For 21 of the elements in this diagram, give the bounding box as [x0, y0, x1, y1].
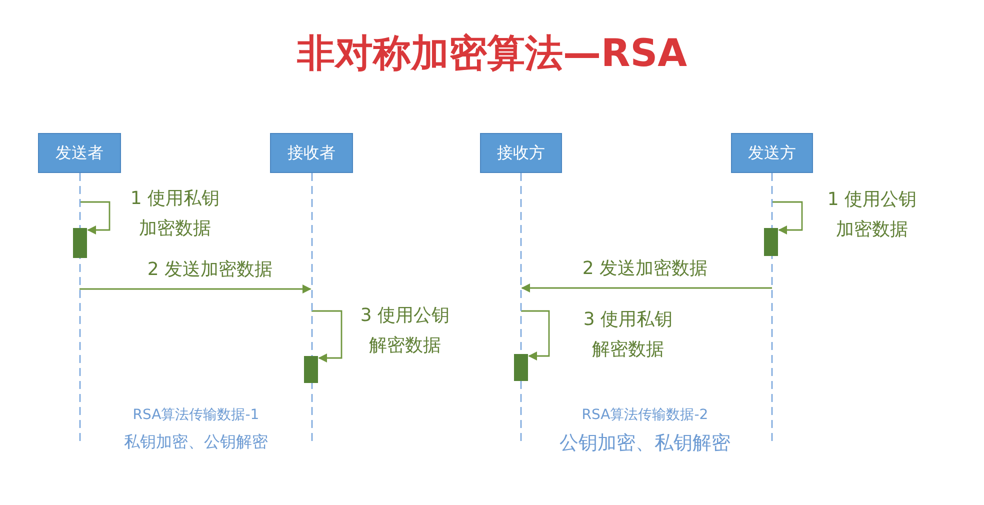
message-arrow: [80, 201, 110, 234]
participant-box: 接收者: [270, 133, 353, 173]
edge-label: 2 发送加密数据: [581, 257, 709, 281]
edge-label: 3 使用私钥解密数据: [582, 308, 674, 362]
participant-box: 发送方: [731, 133, 813, 173]
participant-box: 发送者: [38, 133, 121, 173]
edge-label: 1 使用公钥加密数据: [826, 188, 918, 242]
caption-note: 私钥加密、公钥解密: [124, 432, 268, 453]
edge-label: 2 发送加密数据: [146, 258, 274, 282]
caption-note: 公钥加密、私钥解密: [560, 431, 730, 456]
message-arrow: [80, 284, 312, 294]
message-arrow: [521, 310, 550, 360]
participant-box: 接收方: [480, 133, 562, 173]
message-arrow: [772, 201, 803, 234]
title: 非对称加密算法—RSA: [296, 30, 688, 77]
edge-label: 3 使用公钥解密数据: [359, 304, 451, 358]
caption-note: RSA算法传输数据-2: [582, 406, 708, 424]
edge-label: 1 使用私钥加密数据: [129, 187, 221, 241]
message-arrow: [521, 284, 772, 292]
message-arrow: [312, 310, 342, 362]
caption-note: RSA算法传输数据-1: [132, 406, 260, 424]
